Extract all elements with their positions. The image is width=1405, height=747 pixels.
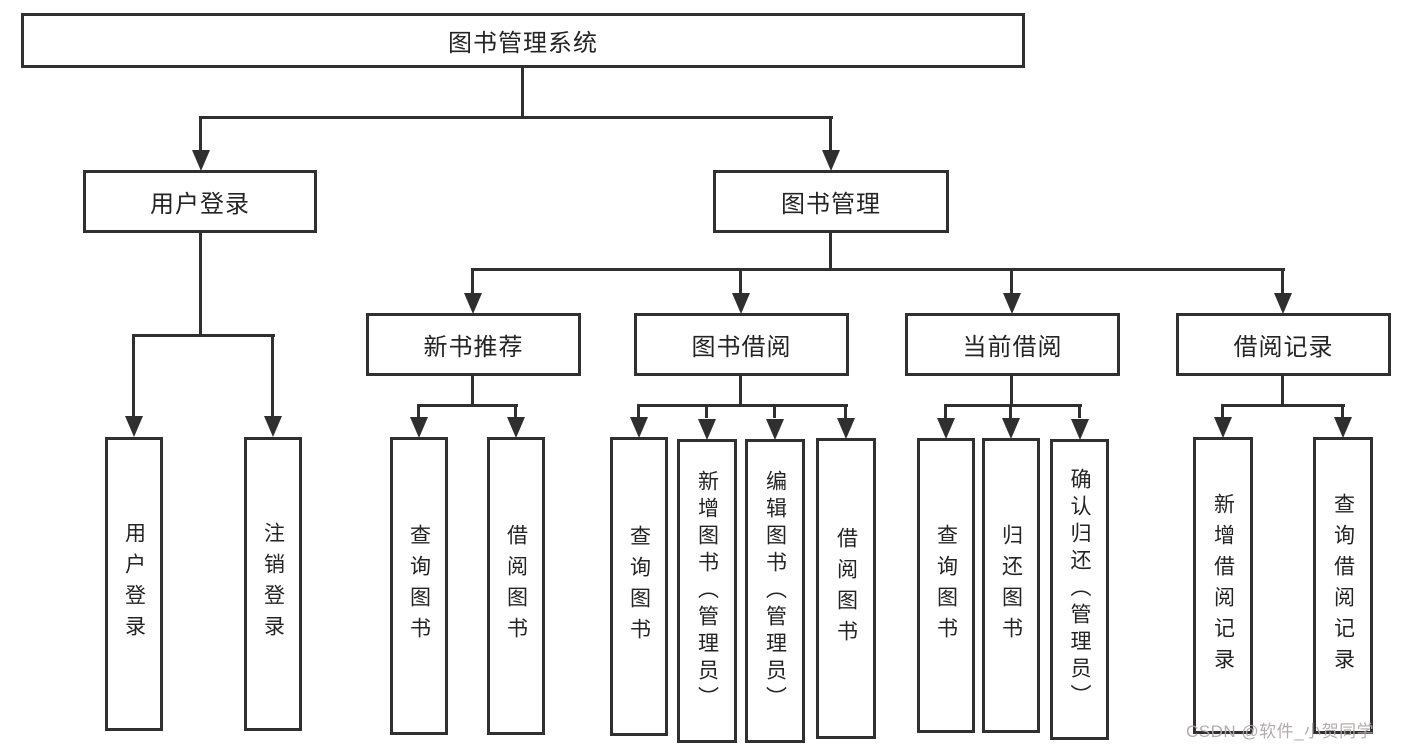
leaf-query-books-2: 查询图书 bbox=[610, 437, 668, 736]
connector-line bbox=[1221, 406, 1224, 418]
leaf-add-book-admin: 新增图书（管理员） bbox=[677, 439, 737, 743]
arrow-down-icon bbox=[410, 417, 428, 438]
leaf-logout: 注销登录 bbox=[244, 437, 302, 731]
node-label: 新增图书（管理员） bbox=[695, 469, 719, 713]
connector-line bbox=[705, 406, 708, 418]
connector-line bbox=[773, 406, 776, 418]
node-label: 编辑图书（管理员） bbox=[763, 469, 787, 713]
arrow-down-icon bbox=[264, 416, 282, 437]
connector-line bbox=[471, 270, 474, 294]
leaf-return-books: 归还图书 bbox=[982, 438, 1040, 733]
connector-line bbox=[1281, 270, 1284, 294]
node-label: 借阅图书 bbox=[834, 526, 858, 651]
node-new-book-recommend: 新书推荐 bbox=[366, 313, 581, 376]
node-label: 确认归还（管理员） bbox=[1068, 468, 1091, 711]
arrow-down-icon bbox=[1334, 417, 1352, 438]
node-label: 借阅记录 bbox=[1233, 334, 1334, 361]
node-book-borrow: 图书借阅 bbox=[634, 313, 849, 376]
node-label: 归还图书 bbox=[999, 523, 1023, 648]
connector-line bbox=[199, 118, 202, 152]
connector-line bbox=[1281, 376, 1284, 406]
connector-line bbox=[1009, 406, 1012, 418]
arrow-down-icon bbox=[937, 418, 955, 439]
leaf-query-books-3: 查询图书 bbox=[917, 438, 975, 733]
connector-line bbox=[844, 406, 847, 418]
arrow-down-icon bbox=[507, 417, 525, 438]
connector-line bbox=[514, 406, 517, 418]
node-label: 当前借阅 bbox=[962, 334, 1063, 361]
node-label: 借阅图书 bbox=[504, 524, 528, 648]
leaf-confirm-return-admin: 确认归还（管理员） bbox=[1050, 439, 1109, 740]
connector-line bbox=[417, 404, 518, 407]
node-label: 图书管理系统 bbox=[448, 30, 598, 57]
connector-line bbox=[829, 233, 832, 270]
arrow-down-icon bbox=[1214, 417, 1232, 438]
leaf-query-books-1: 查询图书 bbox=[390, 437, 448, 735]
connector-line bbox=[1078, 406, 1081, 418]
node-label: 注销登录 bbox=[261, 522, 285, 646]
leaf-borrow-books-2: 借阅图书 bbox=[816, 438, 876, 739]
node-label: 查询图书 bbox=[407, 524, 431, 648]
connector-line bbox=[739, 270, 742, 294]
arrow-down-icon bbox=[732, 293, 750, 314]
connector-line bbox=[521, 68, 524, 118]
arrow-down-icon bbox=[837, 418, 855, 439]
arrow-down-icon bbox=[1002, 418, 1020, 439]
node-label: 用户登录 bbox=[122, 522, 146, 646]
connector-line bbox=[829, 118, 832, 152]
leaf-user-login: 用户登录 bbox=[105, 437, 163, 731]
node-label: 查询图书 bbox=[934, 523, 958, 648]
arrow-down-icon bbox=[125, 416, 143, 437]
connector-line bbox=[944, 406, 947, 418]
connector-line bbox=[199, 116, 833, 119]
connector-line bbox=[199, 233, 202, 336]
node-label: 查询图书 bbox=[627, 524, 651, 649]
arrow-down-icon bbox=[630, 417, 648, 438]
connector-line bbox=[1341, 406, 1344, 418]
connector-line bbox=[132, 334, 275, 337]
node-label: 查询借阅记录 bbox=[1331, 492, 1355, 679]
arrow-down-icon bbox=[464, 293, 482, 314]
node-label: 用户登录 bbox=[150, 191, 250, 218]
watermark: CSDN @软件_小贺同学 bbox=[1186, 722, 1375, 741]
node-current-borrow: 当前借阅 bbox=[905, 313, 1120, 376]
connector-line bbox=[471, 268, 1285, 271]
arrow-down-icon bbox=[698, 419, 716, 440]
connector-line bbox=[1010, 270, 1013, 294]
node-label: 新增借阅记录 bbox=[1211, 492, 1235, 679]
arrow-down-icon bbox=[822, 150, 840, 171]
connector-line bbox=[417, 406, 420, 418]
node-library-management-system: 图书管理系统 bbox=[21, 13, 1025, 68]
connector-line bbox=[944, 404, 1082, 407]
connector-line bbox=[1010, 376, 1013, 406]
leaf-add-borrow-record: 新增借阅记录 bbox=[1193, 437, 1253, 734]
connector-line bbox=[637, 404, 848, 407]
connector-line bbox=[637, 406, 640, 418]
arrow-down-icon bbox=[1071, 419, 1089, 440]
node-label: 图书管理 bbox=[781, 191, 881, 218]
leaf-borrow-books-1: 借阅图书 bbox=[487, 437, 545, 735]
node-user-login: 用户登录 bbox=[83, 170, 317, 233]
node-label: 新书推荐 bbox=[423, 334, 524, 361]
leaf-edit-book-admin: 编辑图书（管理员） bbox=[745, 439, 805, 743]
leaf-query-borrow-record: 查询借阅记录 bbox=[1313, 437, 1373, 734]
arrow-down-icon bbox=[192, 150, 210, 171]
node-label: 图书借阅 bbox=[691, 334, 792, 361]
connector-line bbox=[132, 336, 135, 418]
arrow-down-icon bbox=[1003, 293, 1021, 314]
connector-line bbox=[471, 376, 474, 406]
node-borrow-records: 借阅记录 bbox=[1176, 313, 1391, 376]
connector-line bbox=[739, 376, 742, 406]
arrow-down-icon bbox=[1274, 293, 1292, 314]
connector-line bbox=[1221, 404, 1345, 407]
arrow-down-icon bbox=[766, 419, 784, 440]
node-book-management: 图书管理 bbox=[713, 170, 949, 233]
connector-line bbox=[271, 336, 274, 418]
